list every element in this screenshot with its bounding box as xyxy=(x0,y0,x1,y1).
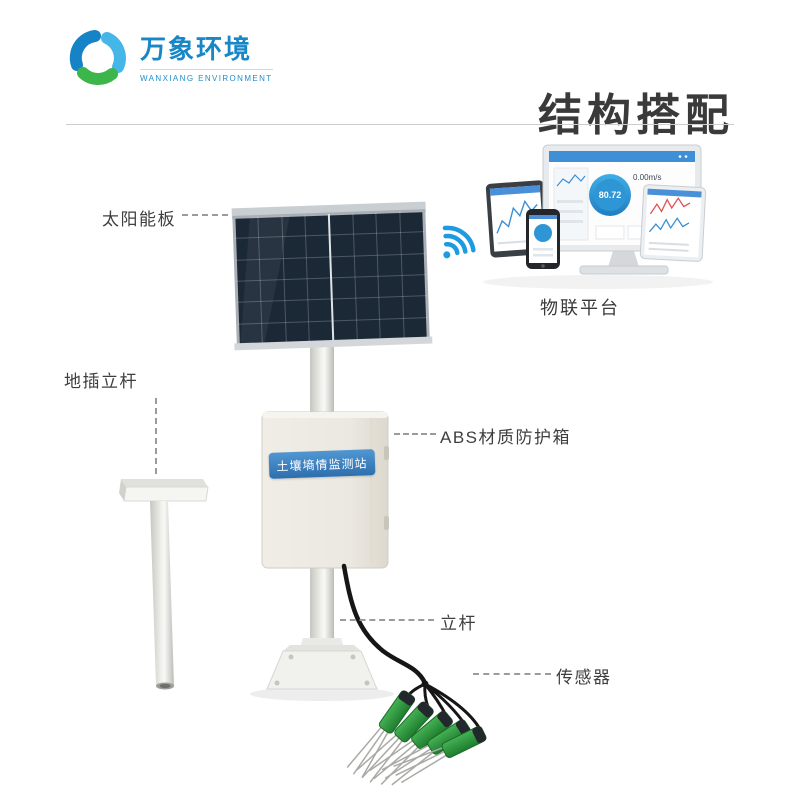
tablet-right xyxy=(639,184,707,262)
page-title: 结构搭配 xyxy=(538,91,734,141)
soil-sensors xyxy=(346,680,487,786)
leader-line-pole xyxy=(340,619,434,621)
label-sensor: 传感器 xyxy=(556,668,612,687)
leader-line-solar-panel xyxy=(182,214,228,216)
soil-sensor xyxy=(369,710,453,785)
gauge-value: 80.72 xyxy=(599,190,622,200)
wind-speed-value: 0.00m/s xyxy=(633,173,661,182)
iot-devices: 80.72 0.00m/s xyxy=(483,144,713,289)
ground-insert-pole xyxy=(119,479,209,690)
label-abs-box: ABS材质防护箱 xyxy=(440,428,572,447)
wifi-icon xyxy=(442,225,476,259)
label-pole: 立杆 xyxy=(440,614,477,633)
soil-sensor xyxy=(393,726,487,784)
brand-name-en: WANXIANG ENVIRONMENT xyxy=(140,68,273,83)
leader-line-ground-pole xyxy=(155,398,157,474)
label-iot-platform: 物联平台 xyxy=(540,298,620,318)
soil-sensor xyxy=(356,701,434,783)
label-solar-panel: 太阳能板 xyxy=(102,210,176,229)
brand-logo-icon xyxy=(69,30,126,85)
base-plate xyxy=(250,638,394,701)
solar-panel xyxy=(231,201,433,351)
brand-logo: 万象环境 WANXIANG ENVIRONMENT xyxy=(66,26,273,90)
brand-name: 万象环境 xyxy=(140,34,253,64)
brand-text: 万象环境 WANXIANG ENVIRONMENT xyxy=(140,35,273,83)
soil-sensor xyxy=(346,690,416,779)
control-box xyxy=(261,411,389,569)
label-ground-pole: 地插立杆 xyxy=(64,372,138,391)
header-divider xyxy=(66,124,734,125)
leader-line-sensor xyxy=(473,673,551,675)
leader-line-abs-box xyxy=(394,433,436,435)
station-badge: 土壤墒情监测站 xyxy=(268,449,376,479)
sensor-cable xyxy=(341,563,428,686)
phone xyxy=(526,209,560,269)
